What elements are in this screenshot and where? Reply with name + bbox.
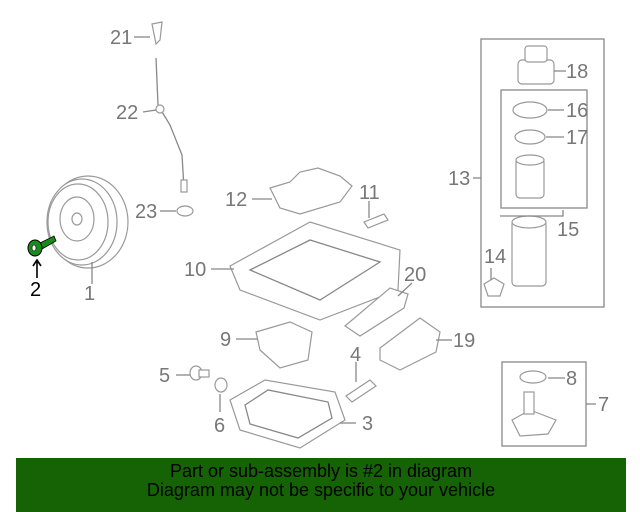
banner-line-1: Part or sub-assembly is #2 in diagram [169, 461, 473, 481]
o-ring-17[interactable] [514, 129, 546, 145]
callout-5[interactable]: 5 [159, 365, 170, 387]
callout-13[interactable]: 13 [448, 168, 470, 190]
housing-gasket-14[interactable] [483, 277, 505, 297]
lower-oil-pan[interactable] [229, 379, 346, 449]
filter-cap[interactable] [517, 45, 555, 85]
callout-14[interactable]: 14 [484, 246, 506, 268]
sensor-o-ring[interactable] [519, 370, 547, 384]
callout-3[interactable]: 3 [362, 413, 373, 435]
upper-oil-pan[interactable] [229, 221, 401, 321]
callout-labels: 1 2 3 4 5 6 7 8 9 10 11 12 13 14 15 16 1… [30, 27, 609, 437]
o-ring-16[interactable] [512, 101, 548, 119]
callout-8[interactable]: 8 [566, 368, 577, 390]
oil-baffle[interactable] [255, 321, 313, 369]
callout-20[interactable]: 20 [404, 264, 426, 286]
filter-housing[interactable] [511, 215, 547, 287]
crankshaft-pulley[interactable] [46, 175, 129, 269]
callout-23[interactable]: 23 [135, 201, 157, 223]
callout-1[interactable]: 1 [84, 283, 95, 305]
baffle-cover[interactable] [269, 167, 353, 215]
filter-element[interactable] [515, 154, 545, 199]
callout-11[interactable]: 11 [359, 182, 380, 204]
filter-subassembly-box [500, 89, 588, 209]
callout-16[interactable]: 16 [566, 100, 588, 122]
sealant-tube-11[interactable] [363, 213, 389, 229]
callout-19[interactable]: 19 [453, 330, 475, 352]
callout-4[interactable]: 4 [350, 344, 361, 366]
callout-10[interactable]: 10 [184, 259, 206, 281]
callout-15[interactable]: 15 [557, 219, 579, 241]
washer-23[interactable] [176, 205, 194, 217]
callout-2[interactable]: 2 [30, 279, 41, 301]
dipstick[interactable] [151, 21, 188, 193]
drain-plug-washer[interactable] [214, 377, 228, 393]
banner-line-2: Diagram may not be specific to your vehi… [146, 480, 496, 500]
callout-7[interactable]: 7 [598, 394, 609, 416]
drain-plug[interactable] [189, 365, 210, 381]
callout-21[interactable]: 21 [110, 27, 132, 49]
pulley-bolt-highlighted[interactable] [27, 235, 57, 257]
callout-9[interactable]: 9 [220, 329, 231, 351]
callout-22[interactable]: 22 [116, 102, 138, 124]
info-banner: Part or sub-assembly is #2 in diagram Di… [16, 458, 626, 512]
oil-level-sensor[interactable] [511, 391, 557, 437]
callout-18[interactable]: 18 [566, 61, 588, 83]
leader-lines [91, 36, 596, 424]
callout-12[interactable]: 12 [225, 189, 247, 211]
arrow-2 [32, 258, 42, 278]
oil-cooler[interactable] [379, 317, 441, 371]
callout-17[interactable]: 17 [566, 127, 588, 149]
filter-assembly-box [480, 38, 605, 308]
sealant-tube-4[interactable] [345, 379, 377, 403]
callout-6[interactable]: 6 [214, 415, 225, 437]
cooler-gasket[interactable] [344, 287, 409, 337]
